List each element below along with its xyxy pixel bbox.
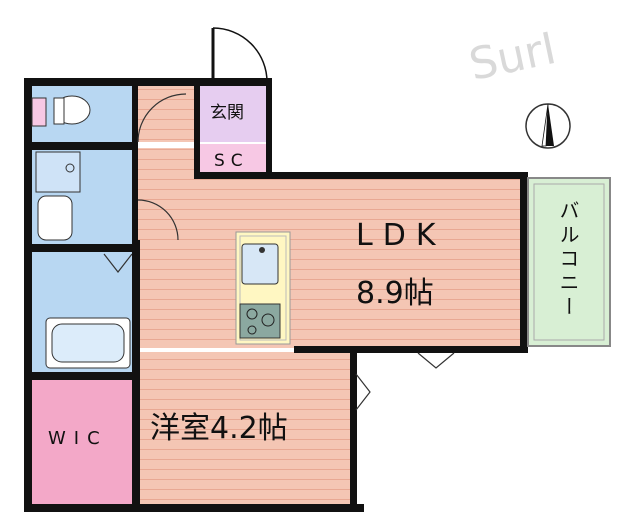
- western-wall-east: [350, 346, 357, 512]
- hallway: [138, 86, 198, 142]
- toilet-icon: [31, 95, 91, 127]
- sink-icon: [241, 243, 279, 285]
- compass-north-icon: [525, 103, 571, 149]
- western-window-swing: [355, 373, 371, 411]
- wic-area: [32, 380, 132, 504]
- outer-wall-west: [24, 78, 32, 512]
- entrance-area: [200, 86, 266, 142]
- wall-top-north: [24, 78, 270, 86]
- wall-hall-entrance: [194, 86, 200, 178]
- watermark-logo: SurI: [465, 23, 561, 91]
- ldk-room: [140, 178, 522, 348]
- entrance-label: 玄関: [210, 103, 244, 123]
- sc-area: [200, 144, 266, 174]
- ldk-name: LDK: [356, 218, 446, 253]
- washbasin-icon: [35, 151, 81, 241]
- wall-ldk-west: [132, 240, 140, 512]
- wall-wash-bath: [32, 244, 138, 252]
- wall-entrance-east: [266, 78, 272, 178]
- western-room-label: 洋室4.2帖: [150, 411, 288, 446]
- balcony-area: [527, 177, 611, 347]
- wall-wet-vertical: [132, 86, 138, 246]
- front-door: [211, 27, 268, 83]
- stove-icon: [239, 303, 281, 339]
- ldk-window-swing: [417, 352, 455, 369]
- wall-toilet-bottom: [32, 142, 138, 150]
- western-wall-north: [294, 346, 528, 353]
- wash-door-swing: [137, 199, 179, 241]
- wall-bath-wic: [32, 372, 138, 380]
- toilet-door-swing: [137, 93, 187, 143]
- outer-wall-south: [24, 504, 364, 512]
- sc-label: SC: [214, 151, 249, 171]
- bath-door-swing: [103, 253, 133, 273]
- ldk-wall-east: [520, 172, 527, 352]
- ldk-wall-north: [194, 172, 528, 179]
- ldk-size: 8.9帖: [356, 276, 434, 311]
- balcony-label: バルコニー: [556, 200, 580, 320]
- western-room: [140, 352, 352, 504]
- bathtub-icon: [45, 317, 131, 369]
- wic-label: WIC: [48, 428, 108, 449]
